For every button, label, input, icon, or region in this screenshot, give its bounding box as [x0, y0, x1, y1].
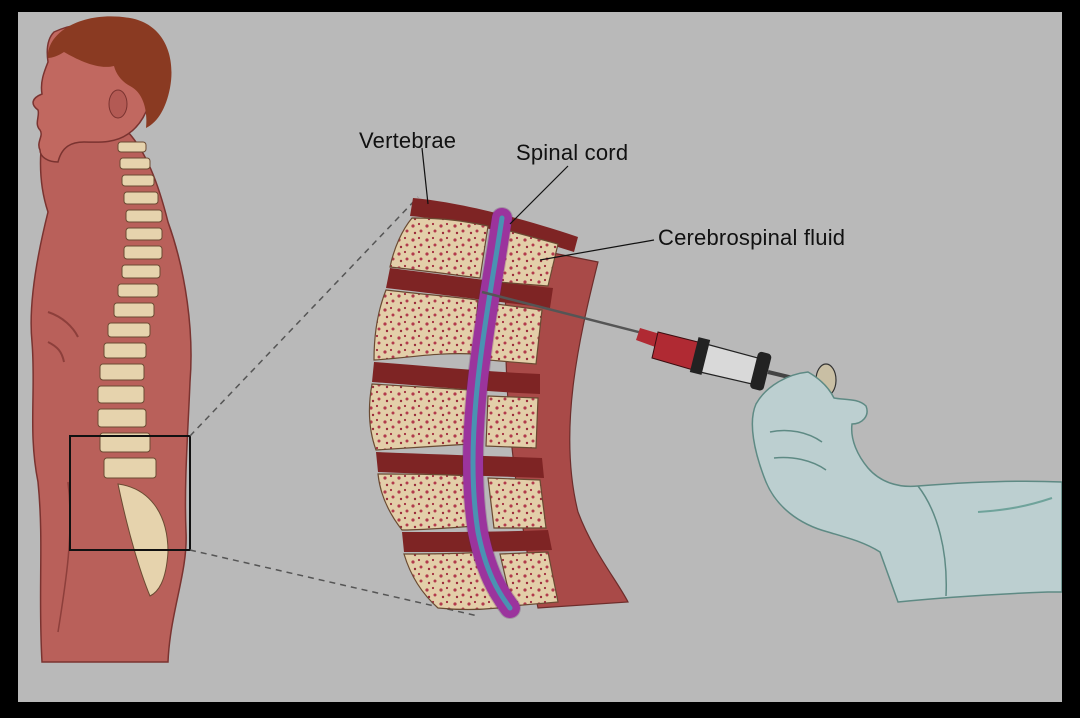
label-spinal-cord: Spinal cord [516, 140, 628, 166]
lumbar-puncture-illustration [18, 12, 1062, 702]
diagram-panel: Vertebrae Spinal cord Cerebrospinal flui… [18, 12, 1062, 702]
label-vertebrae: Vertebrae [359, 128, 456, 154]
leader-spinal-cord [510, 166, 568, 224]
leader-vertebrae [422, 148, 428, 204]
gloved-hand [752, 372, 1062, 602]
human-figure [31, 16, 191, 662]
label-cerebrospinal-fluid: Cerebrospinal fluid [658, 225, 845, 251]
syringe-barrel [700, 344, 758, 384]
spine-cross-section [369, 198, 628, 610]
